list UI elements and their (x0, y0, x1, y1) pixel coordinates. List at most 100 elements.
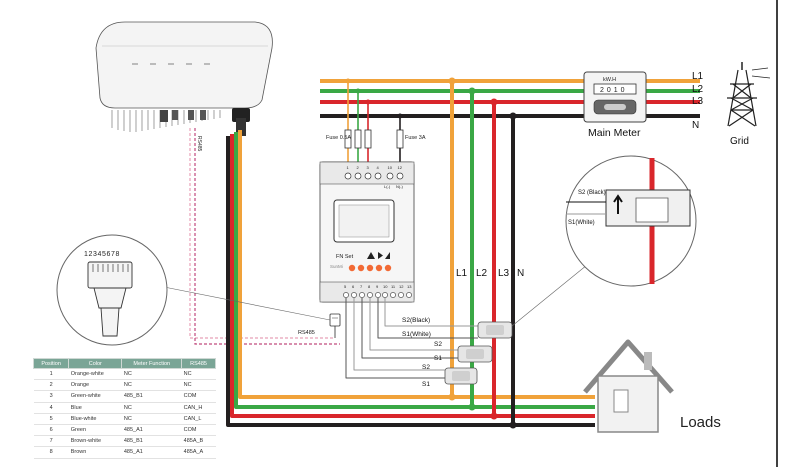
table-cell: CAN_H (181, 402, 216, 414)
inverter: RS485 (95, 21, 273, 152)
table-cell: Orange (68, 379, 122, 392)
table-cell: 8 (33, 446, 69, 459)
meter-button-5[interactable] (384, 264, 392, 272)
table-cell: 6 (33, 424, 69, 437)
table-cell: 5 (33, 413, 69, 425)
vline-label-l2: L2 (476, 268, 488, 279)
vline-label-l3: L3 (498, 268, 510, 279)
table-cell: NC (181, 368, 216, 381)
table-header-position: Position (32, 358, 70, 369)
vline-label-n: N (517, 268, 524, 279)
table-cell: 485_A1 (121, 446, 182, 459)
ct-label-s1b: S1 (422, 381, 430, 388)
grid-tower-icon (727, 62, 771, 127)
fuse-label-left: Fuse 0.5A (326, 135, 351, 141)
ct-wires (334, 298, 478, 379)
meter-brand: SunMi (330, 264, 343, 269)
meter-button-1[interactable] (348, 264, 356, 272)
ct-inset: S2 (Black) S1(White) (565, 155, 697, 287)
fuse-holders (344, 129, 404, 149)
table-cell: 485A_B (181, 435, 216, 448)
meter-top-terminal-1: 1 (347, 165, 350, 170)
meter-bottom-terminal-10: 10 (383, 284, 388, 289)
table-header-rs485: RS485 (181, 358, 216, 369)
table-header-meter-function: Meter Function (121, 358, 183, 369)
table-cell: 4 (33, 402, 69, 414)
rs485-inset: 12345678 (56, 234, 168, 346)
meter-button-3[interactable] (366, 264, 374, 272)
meter-bottom-terminal-8: 8 (368, 284, 371, 289)
meter-top-terminal-3: 3 (367, 165, 370, 170)
vline-label-l1: L1 (456, 268, 468, 279)
rs485-dashed-cable (189, 128, 340, 345)
main-meter-reading: 2010 (600, 87, 628, 94)
table-cell: NC (181, 379, 216, 392)
main-meter-label: Main Meter (588, 127, 641, 139)
meter-bottom-terminal-5: 5 (344, 284, 347, 289)
table-cell: COM (181, 424, 216, 437)
meter-top-terminal-12: 12 (398, 165, 403, 170)
ct-clamps (444, 321, 513, 385)
grid-line-l2: L2 (692, 84, 704, 95)
table-cell: NC (121, 413, 182, 425)
grid-line-n: N (692, 120, 699, 131)
ct-clamp-l2 (457, 345, 493, 363)
table-cell: COM (181, 390, 216, 403)
table-cell: 485_A1 (121, 424, 182, 437)
ct-inset-leader (511, 264, 588, 327)
table-cell: Blue-white (68, 413, 122, 425)
ct-label-s1: S1 (434, 355, 442, 362)
ct-clamp-l1 (444, 367, 478, 385)
rs485-meter-connector: RS485 (298, 313, 341, 336)
ct-label-s1-white: S1(White) (402, 331, 431, 338)
meter-button-2[interactable] (357, 264, 365, 272)
table-cell: 2 (33, 379, 69, 392)
table-header-row: Position Color Meter Function RS485 (32, 358, 216, 369)
table-cell: 485A_A (181, 446, 216, 459)
grid-line-l3: L3 (692, 96, 704, 107)
main-meter: kW.H 2010 Main Meter (583, 71, 647, 139)
rs485-inset-leader (143, 282, 331, 321)
loads-label: Loads (680, 414, 721, 431)
meter-bottom-terminal-13: 13 (407, 284, 412, 289)
table-header-color: Color (68, 358, 123, 369)
rs485-pin-numbers: 12345678 (84, 251, 120, 258)
junction-dots (345, 77, 517, 429)
meter-button-4[interactable] (375, 264, 383, 272)
meter-bottom-terminal-9: 9 (376, 284, 379, 289)
table-cell: 7 (33, 435, 69, 448)
meter-top-terminal-10: 10 (388, 165, 393, 170)
inverter-rs485-label: RS485 (196, 136, 202, 152)
fuse-label-right: Fuse 3A (405, 135, 426, 141)
table-cell: Blue (68, 402, 122, 414)
table-cell: Orange-white (68, 368, 122, 381)
meter-bottom-terminal-7: 7 (360, 284, 363, 289)
ct-wire-labels: S2(Black) S1(White) S2 S1 S2 S1 (402, 317, 442, 388)
ct-inset-s2-label: S2 (Black) (578, 190, 606, 196)
table-cell: 3 (33, 390, 69, 403)
meter-phase-mark-n: N(-) (396, 184, 404, 189)
table-cell: Green-white (68, 390, 122, 403)
table-cell: 485_B1 (121, 435, 182, 448)
table-cell: CAN_L (181, 413, 216, 425)
table-cell: NC (121, 379, 182, 392)
smart-meter: 1 2 3 4 10 12 L(-) N(-) FN Set SunMi 5 6… (319, 161, 415, 303)
table-cell: NC (121, 368, 182, 381)
ct-label-s2: S2 (434, 341, 442, 348)
ct-label-s2b: S2 (422, 364, 430, 371)
meter-top-terminal-2: 2 (357, 165, 360, 170)
meter-top-terminal-4: 4 (377, 165, 380, 170)
meter-bottom-terminal-11: 11 (391, 284, 396, 289)
table-cell: Brown-white (68, 435, 122, 448)
table-cell: Green (68, 424, 122, 437)
table-cell: NC (121, 402, 182, 414)
